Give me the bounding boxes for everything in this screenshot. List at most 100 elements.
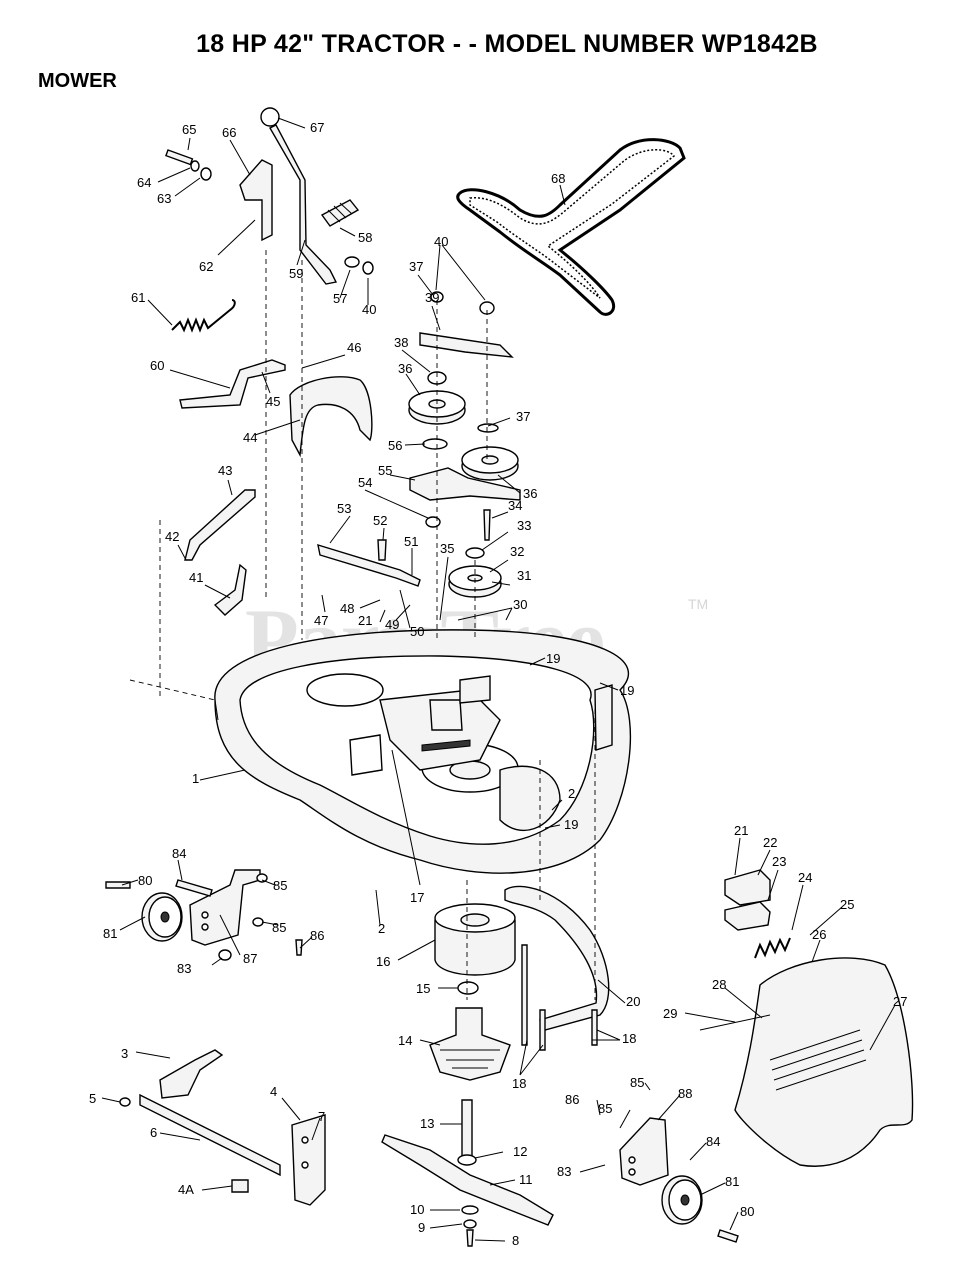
- wheel-bracket-part-87[interactable]: [189, 869, 261, 946]
- rod-part-43[interactable]: [184, 489, 256, 561]
- callout-61: 61: [131, 290, 145, 305]
- bolt-part-34[interactable]: [483, 509, 491, 541]
- callout-46: 46: [347, 340, 361, 355]
- drive-belt-part-68[interactable]: [456, 138, 686, 316]
- callout-10: 10: [410, 1202, 424, 1217]
- nut-part-40[interactable]: [430, 291, 495, 315]
- bracket-part-66[interactable]: [239, 159, 273, 242]
- callout-8: 8: [512, 1233, 519, 1248]
- wheel-bracket-part-88[interactable]: [619, 1117, 669, 1186]
- callout-65: 65: [182, 122, 196, 137]
- spindle-housing-part-16[interactable]: [434, 903, 516, 976]
- callout-1: 1: [192, 771, 199, 786]
- callout-81b: 81: [725, 1174, 739, 1189]
- shaft-part-13[interactable]: [457, 1099, 477, 1166]
- section-label: MOWER: [38, 70, 117, 92]
- washer-part-15[interactable]: [457, 981, 479, 995]
- nut-part-83[interactable]: [218, 949, 232, 961]
- bracket-part-23[interactable]: [724, 901, 771, 931]
- callout-52: 52: [373, 513, 387, 528]
- callout-26: 26: [812, 927, 826, 942]
- washer-part-37[interactable]: [477, 423, 499, 433]
- callout-21b: 21: [734, 823, 748, 838]
- washer-part-54[interactable]: [425, 516, 441, 528]
- spring-part-25[interactable]: [754, 937, 791, 959]
- callout-19c: 19: [564, 817, 578, 832]
- callout-30: 30: [513, 597, 527, 612]
- gauge-wheel-part-81b[interactable]: [661, 1175, 703, 1225]
- callout-12: 12: [513, 1144, 527, 1159]
- arm-part-53[interactable]: [317, 543, 421, 587]
- callout-36b: 36: [523, 486, 537, 501]
- callout-19a: 19: [546, 651, 560, 666]
- callout-85a: 85: [273, 878, 287, 893]
- leader-lines: [101, 117, 896, 1242]
- rod-part-29[interactable]: [699, 1014, 771, 1031]
- callout-50: 50: [410, 624, 424, 639]
- bolt-part-84[interactable]: [175, 879, 213, 897]
- link-part-41[interactable]: [213, 563, 247, 616]
- callout-41: 41: [189, 570, 203, 585]
- callout-68: 68: [551, 171, 565, 186]
- grip-part-58[interactable]: [320, 199, 360, 227]
- plate-part-4[interactable]: [291, 1114, 326, 1206]
- bolt-part-18[interactable]: [521, 944, 598, 1051]
- blade-part-11[interactable]: [381, 1134, 554, 1226]
- callout-18a: 18: [512, 1076, 526, 1091]
- washer-part-57[interactable]: [344, 256, 374, 275]
- cover-part-44[interactable]: [289, 376, 373, 458]
- lift-link-part-6[interactable]: [139, 1093, 281, 1177]
- idler-bracket-part-39[interactable]: [419, 332, 514, 358]
- callout-88: 88: [678, 1086, 692, 1101]
- callout-40b: 40: [434, 234, 448, 249]
- washer-part-10[interactable]: [461, 1205, 479, 1247]
- pin-part-65[interactable]: [165, 149, 212, 181]
- callout-63: 63: [157, 191, 171, 206]
- axle-bolt-part-80[interactable]: [105, 881, 131, 889]
- callout-43: 43: [218, 463, 232, 478]
- callout-48: 48: [340, 601, 354, 616]
- callout-62: 62: [199, 259, 213, 274]
- pulley-part-36b[interactable]: [461, 446, 519, 481]
- plate-part-55[interactable]: [409, 467, 521, 501]
- spindle-part-14[interactable]: [429, 1007, 511, 1081]
- callout-19b: 19: [620, 683, 634, 698]
- callout-28: 28: [712, 977, 726, 992]
- callout-3: 3: [121, 1046, 128, 1061]
- lift-handle-part-67[interactable]: [260, 107, 338, 285]
- callout-83b: 83: [557, 1164, 571, 1179]
- callout-16: 16: [376, 954, 390, 969]
- washer-part-56[interactable]: [422, 438, 448, 450]
- bracket-part-3[interactable]: [159, 1049, 224, 1099]
- bolt-part-4a[interactable]: [231, 1179, 249, 1193]
- pin-part-5[interactable]: [119, 1097, 131, 1107]
- callout-23: 23: [772, 854, 786, 869]
- callout-15: 15: [416, 981, 430, 996]
- axle-bolt-part-80b[interactable]: [717, 1229, 739, 1243]
- callout-13: 13: [420, 1116, 434, 1131]
- gauge-wheel-part-81[interactable]: [141, 892, 183, 942]
- callout-49: 49: [385, 617, 399, 632]
- bolt-part-86[interactable]: [295, 939, 303, 956]
- callout-40a: 40: [362, 302, 376, 317]
- callout-25: 25: [840, 897, 854, 912]
- callout-17: 17: [410, 890, 424, 905]
- nut-part-85[interactable]: [252, 873, 268, 927]
- callout-44: 44: [243, 430, 257, 445]
- spring-part-61[interactable]: [171, 299, 236, 333]
- callout-55: 55: [378, 463, 392, 478]
- callout-37b: 37: [516, 409, 530, 424]
- bracket-part-22[interactable]: [724, 869, 771, 906]
- callout-85d: 85: [598, 1101, 612, 1116]
- rod-part-60[interactable]: [179, 359, 286, 409]
- bolt-part-52[interactable]: [377, 539, 387, 561]
- callout-64: 64: [137, 175, 151, 190]
- callout-36a: 36: [398, 361, 412, 376]
- mower-deck-part-1[interactable]: [214, 629, 632, 874]
- baffle-part-20[interactable]: [504, 885, 610, 1031]
- callout-27: 27: [893, 994, 907, 1009]
- washer-part-33[interactable]: [465, 547, 485, 559]
- discharge-chute-part-27[interactable]: [734, 957, 914, 1167]
- callout-56: 56: [388, 438, 402, 453]
- callout-54: 54: [358, 475, 372, 490]
